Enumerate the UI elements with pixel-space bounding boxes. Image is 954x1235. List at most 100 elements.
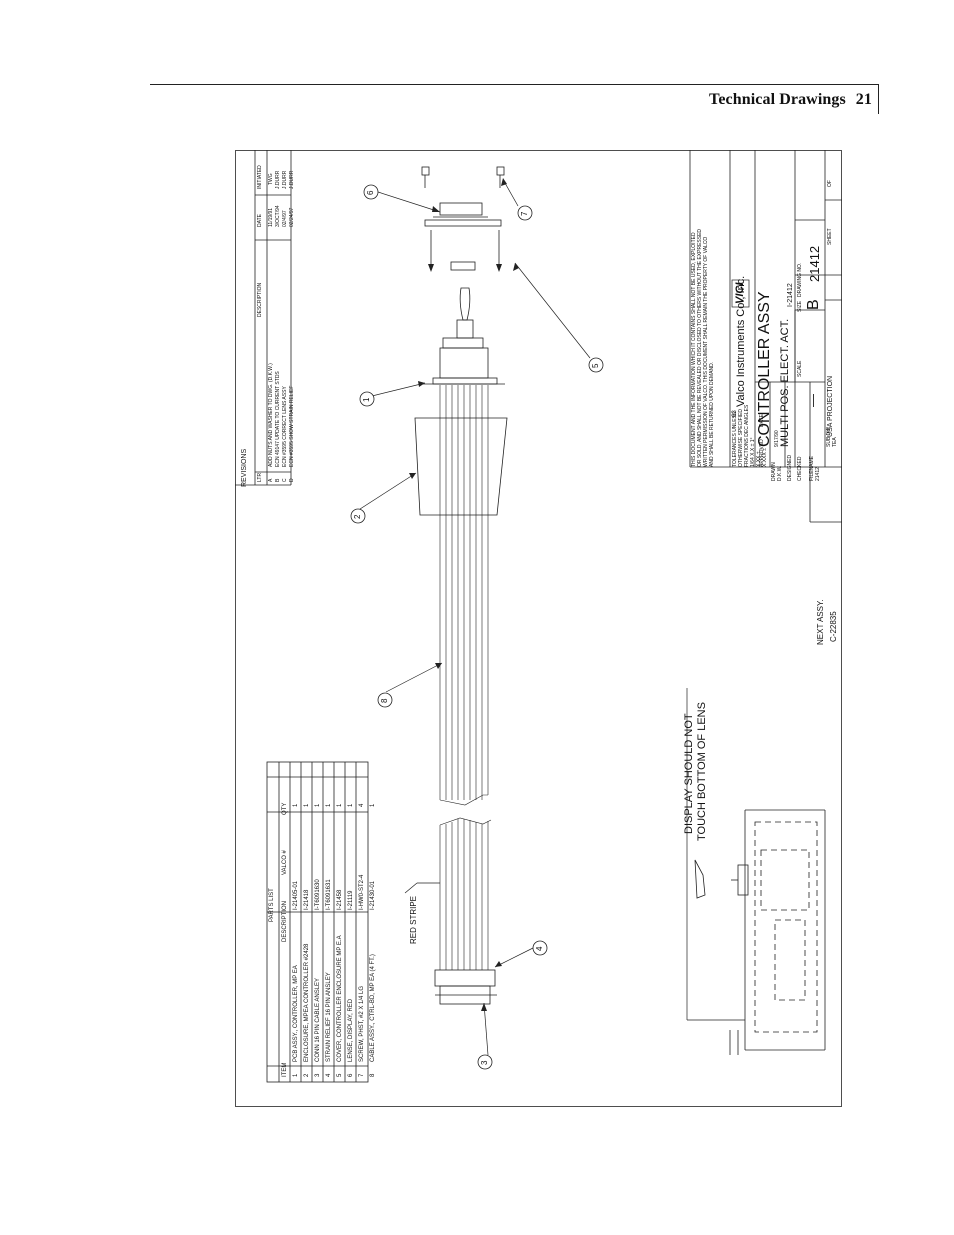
parts-description-header: DESCRIPTION [282, 900, 288, 942]
part-item: 3 [315, 1073, 321, 1077]
revision-date: 11/19/91 [268, 207, 274, 227]
callout-8: 8 [380, 698, 389, 703]
part-qty: 1 [337, 803, 343, 807]
part-item: 7 [359, 1073, 365, 1077]
sheet-label: SHEET [827, 228, 833, 245]
revision-ltr: B [275, 478, 281, 482]
part-valco: I-T6091631 [326, 879, 332, 910]
part-valco: I-HW0-ST2-4 [359, 874, 365, 910]
rotated-drawing-text: REVISIONS LTR DESCRIPTION DATE INITIATED… [235, 150, 842, 1107]
of-label: OF [827, 180, 833, 187]
part-qty: 1 [326, 803, 332, 807]
parts-valco-header: VALCO # [282, 850, 288, 875]
part-item: 6 [348, 1073, 354, 1077]
display-detail [694, 809, 826, 1055]
drawing-no-label: DRAWING NO. [797, 262, 803, 297]
drawing-linework [235, 150, 842, 1107]
page-header: Technical Drawings 21 [709, 91, 872, 109]
part-qty: 1 [304, 803, 310, 807]
subdir: TEA [832, 437, 838, 447]
callout-7: 7 [520, 211, 529, 216]
size-value: B [805, 299, 822, 310]
part-reference: I-21412 [787, 283, 794, 307]
red-stripe-label: RED STRIPE [409, 895, 418, 944]
revision-description: ADD NUTS AND WASHER TO DWG. (D.K.W.) [268, 363, 274, 467]
checked-label: CHECKED [797, 456, 803, 481]
screws [421, 166, 505, 188]
revision-description: ECN 49147 UPDATE TO CURRENT STDS [275, 371, 281, 467]
part-description: LENSE, DISPLAY, RED [348, 998, 354, 1062]
revision-date: 3/OCT/94 [275, 205, 281, 227]
revision-initiated: TWG [268, 173, 274, 185]
revision-date: 02/4/97 [282, 210, 288, 227]
part-description: CONN 16 PIN CABLE ANSLEY [315, 977, 321, 1062]
scale-label: SCALE [797, 360, 803, 377]
revision-initiated: J.DURR [289, 170, 295, 189]
part-description: PCB ASSY., CONTROLLER, MP EA [293, 965, 299, 1062]
drawing-number: 21412 [807, 245, 822, 282]
size-label: SIZE [797, 300, 803, 312]
sheet-border [235, 150, 842, 1107]
revisions-ltr-header: LTR [257, 472, 263, 482]
part-valco: I-21119 [348, 890, 354, 910]
parts-item-header: ITEM [282, 1062, 288, 1077]
date-label: DATE [759, 414, 765, 427]
part-qty: 1 [348, 803, 354, 807]
part-valco: I-21430-01 [370, 880, 376, 910]
revisions-initiated-header: INITIATED [257, 165, 263, 189]
callout-3: 3 [480, 1060, 489, 1065]
part-description: SCREW, PHST, #2 X 1/4 LG [359, 985, 365, 1062]
display-note-line-1: DISPLAY SHOULD NOT [683, 713, 695, 834]
part-item: 4 [326, 1073, 332, 1077]
filename: 21412 [815, 467, 821, 481]
callout-6: 6 [366, 190, 375, 195]
revision-ltr: D [289, 478, 295, 482]
revision-ltr: C [282, 478, 288, 482]
part-qty: 1 [315, 803, 321, 807]
revision-description: ECN #3595 SHOW STRAIN RELIEF [289, 385, 295, 467]
designed-label: DESIGNED [787, 454, 793, 481]
drawn-date: 9/17/90 [774, 430, 780, 447]
part-item: 8 [370, 1073, 376, 1077]
header-rule [150, 84, 878, 85]
revision-description: ECN #3595 CORRECT LENS ASSY [282, 386, 288, 467]
revision-ltr: A [268, 478, 274, 482]
part-description: STRAIN RELIEF 16 PIN ANSLEY [326, 972, 332, 1062]
revisions-date-header: DATE [257, 214, 263, 227]
parts-qty-header: QTY [282, 802, 288, 815]
header-rule-tick [878, 84, 879, 114]
next-assy-number: C-22835 [829, 611, 838, 642]
revision-initiated: J.DURR [275, 170, 281, 189]
revisions-description-header: DESCRIPTION [257, 282, 263, 317]
finish-mark: 63 [732, 410, 738, 417]
enclosure [414, 417, 508, 516]
lens-assembly [439, 202, 483, 216]
part-valco: I-T6091630 [315, 879, 321, 910]
company-name: Valco Instruments Co., Inc. [735, 275, 747, 407]
display-note-line-2: TOUCH BOTTOM OF LENS [696, 702, 708, 841]
part-description: ENCLOSURE, MPEA CONTROLLER #2428 [304, 943, 310, 1062]
part-item: 5 [337, 1073, 343, 1077]
revisions-title: REVISIONS [241, 448, 248, 487]
approved-label: APPROVED [759, 439, 765, 467]
part-description: CABLE ASSY., CTRL-BD, MP EA (4 FT.) [370, 954, 376, 1062]
revision-date: 02/24/97 [289, 207, 295, 227]
scale-value: — [805, 394, 820, 407]
projection-label: USA PROJECTION [827, 375, 834, 437]
callout-5: 5 [591, 363, 600, 368]
revision-initiated: J.DURR [282, 170, 288, 189]
part-description: COVER, CONTROLLER ENCLOSURE MP E.A [337, 935, 343, 1062]
next-assy-label: NEXT ASSY. [816, 599, 825, 645]
part-qty: 4 [359, 803, 365, 807]
section-title: Technical Drawings [709, 91, 846, 108]
drawing-subtitle: MULTI POS. ELECT. ACT. [779, 318, 791, 447]
parts-list-title: PARTS LIST [269, 888, 275, 922]
part-valco: I-21418 [304, 889, 310, 910]
part-qty: 1 [293, 803, 299, 807]
drawn-by: D.K.W. [777, 465, 783, 481]
drawing-sheet: REVISIONS LTR DESCRIPTION DATE INITIATED… [235, 150, 842, 1107]
page-number: 21 [855, 91, 872, 108]
part-item: 2 [304, 1073, 310, 1077]
part-qty: 1 [370, 803, 376, 807]
ribbon-cable-lower [439, 817, 492, 970]
